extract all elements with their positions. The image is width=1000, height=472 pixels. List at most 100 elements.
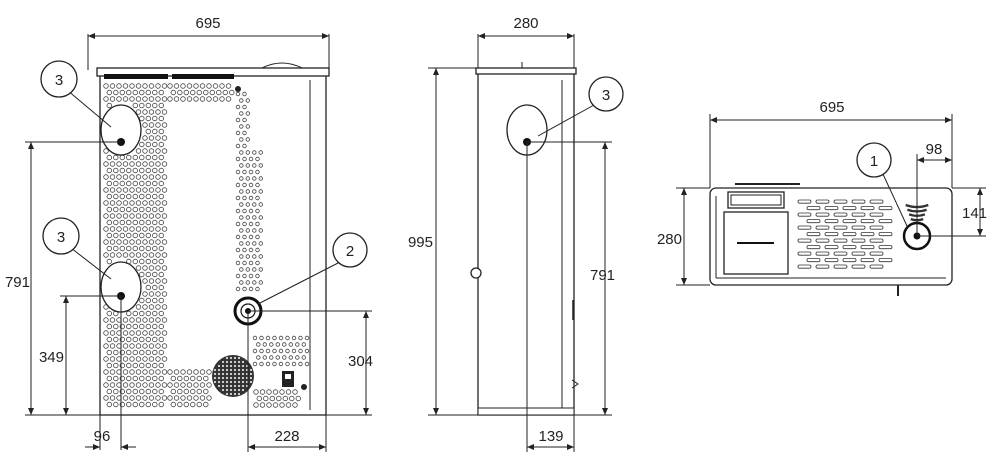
top-view: 695 280 98 141 1 [657,99,987,296]
perforation-hole [196,89,202,96]
perforation-hole [173,395,180,401]
vent-slot [842,258,857,263]
perforation-hole [258,241,263,246]
perforation-hole [132,258,138,265]
perforation-hole [242,221,247,227]
perforation-hole [235,221,241,227]
fan-mesh-dot [233,380,237,384]
perforation-hole [158,336,164,343]
perforation-hole [256,342,261,347]
fan-mesh-dot [221,372,225,376]
perforation-hole [119,232,125,239]
perforation-hole [152,401,158,408]
perforation-hole [258,228,263,233]
perforation-hole [167,395,173,401]
front-callout-mid-circle [42,217,80,255]
perforation-hole [161,161,168,167]
fan-mesh-dot [237,372,241,376]
perforation-hole [129,83,135,89]
perforation-hole [142,226,148,232]
perforation-hole [161,356,168,362]
perforation-hole [285,335,290,341]
perforation-hole [116,96,122,102]
perforation-hole [139,349,145,356]
perforation-hole [122,330,129,336]
vent-slot [797,212,812,217]
perforation-hole [113,362,119,369]
perforation-hole [129,187,135,193]
fan-mesh-dot [229,372,233,376]
vent-slot [878,219,893,224]
perforation-hole [199,83,206,89]
perforation-hole [158,89,164,96]
vent-slot [851,212,866,217]
perforation-hole [135,304,142,310]
perforation-hole [139,206,145,213]
perforation-hole [158,115,164,122]
perforation-hole [295,395,301,402]
vent-slot [815,225,830,230]
perforation-hole [145,284,151,291]
perforation-hole [122,395,129,401]
perforation-hole [152,89,158,96]
perforation-hole [255,273,260,279]
perforation-hole [255,234,260,240]
vent-slot [815,212,830,217]
perforation-hole [245,189,250,194]
perforation-hole [242,273,247,279]
perforation-hole [122,382,129,388]
perforation-hole [245,176,250,181]
perforation-hole [142,174,148,180]
vent-slot [815,199,830,204]
perforation-hole [109,252,116,258]
perforation-hole [155,265,161,271]
perforation-hole [142,330,148,336]
fan-mesh-dot [213,376,217,380]
perforation-hole [148,226,155,232]
perforation-hole [145,89,151,96]
vent-slot [869,199,884,204]
perforation-hole [177,401,183,408]
perforation-hole [142,291,148,297]
vent-slot [797,264,812,269]
perforation-hole [135,252,142,258]
perforation-hole [139,310,145,317]
perforation-hole [170,388,176,395]
perforation-hole [142,122,148,128]
perforation-hole [186,369,193,375]
fan-mesh-dot [237,356,241,360]
perforation-hole [113,336,119,343]
perforation-hole [113,375,119,382]
fan-mesh-dot [233,356,237,360]
front-view: 695 791 349 96 304 228 3 3 [5,15,373,452]
perforation-hole [139,271,145,278]
perforation-hole [269,355,274,360]
vent-slot [806,258,821,263]
vent-slot [878,206,893,211]
fan-mesh-dot [225,384,229,388]
front-callout-conn-circle [332,232,368,268]
perforation-hole [132,401,138,408]
perforation-hole [142,343,148,349]
perforation-hole [266,402,272,408]
perforation-hole [106,388,112,395]
perforation-hole [161,174,168,180]
perforation-hole [256,395,262,402]
perforation-hole [245,111,250,116]
perforation-hole [272,402,279,408]
front-callout-conn-leader [257,261,341,305]
fan-mesh-dot [225,364,229,368]
perforation-hole [132,323,138,330]
perforation-hole [106,362,112,369]
perforation-hole [245,241,250,246]
perforation-hole [113,206,119,213]
perforation-hole [239,163,244,168]
fan-mesh-dot [217,372,221,376]
top-vent-slots [797,199,893,269]
perforation-hole [109,369,116,375]
perforation-hole [132,375,138,382]
perforation-hole [126,362,132,369]
perforation-hole [239,267,244,272]
perforation-hole [142,317,148,323]
perforation-hole [126,375,132,382]
